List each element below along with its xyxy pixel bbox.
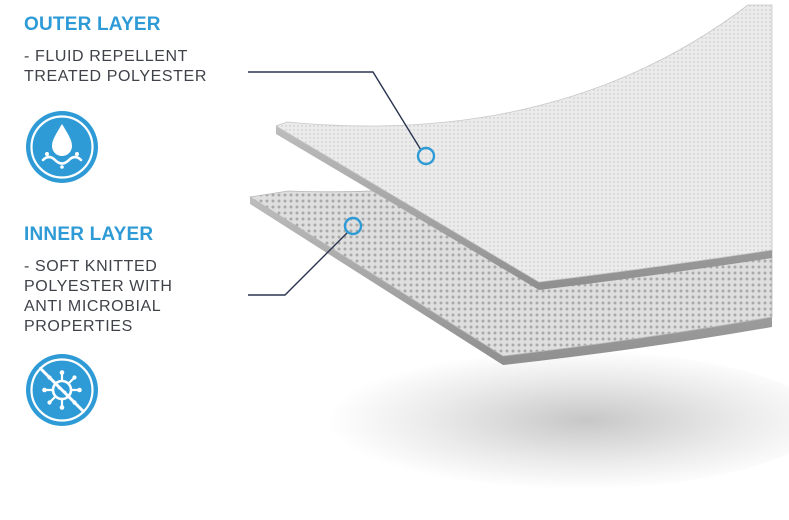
inner-layer-description-line: PROPERTIES — [24, 318, 133, 335]
outer-layer-heading: OUTER LAYER — [24, 14, 161, 35]
water-drop-icon — [26, 111, 98, 183]
outer-fabric-sheet — [275, 4, 773, 290]
fabric-shadow — [300, 350, 789, 490]
outer-layer-description-line: - FLUID REPELLENT — [24, 48, 189, 65]
inner-layer-description-line: POLYESTER WITH — [24, 278, 173, 295]
inner-layer-description: - SOFT KNITTED POLYESTER WITH ANTI MICRO… — [24, 257, 173, 337]
inner-layer-description-line: ANTI MICROBIAL — [24, 298, 162, 315]
inner-layer-heading: INNER LAYER — [24, 224, 154, 245]
outer-layer-marker — [416, 146, 436, 166]
outer-layer-description: - FLUID REPELLENT TREATED POLYESTER — [24, 47, 207, 87]
anti-microbial-icon — [26, 354, 98, 426]
outer-layer-description-line: TREATED POLYESTER — [24, 68, 207, 85]
outer-layer-callout — [248, 71, 422, 151]
inner-layer-callout — [248, 231, 349, 296]
inner-layer-description-line: - SOFT KNITTED — [24, 258, 158, 275]
inner-layer-marker — [343, 216, 363, 236]
